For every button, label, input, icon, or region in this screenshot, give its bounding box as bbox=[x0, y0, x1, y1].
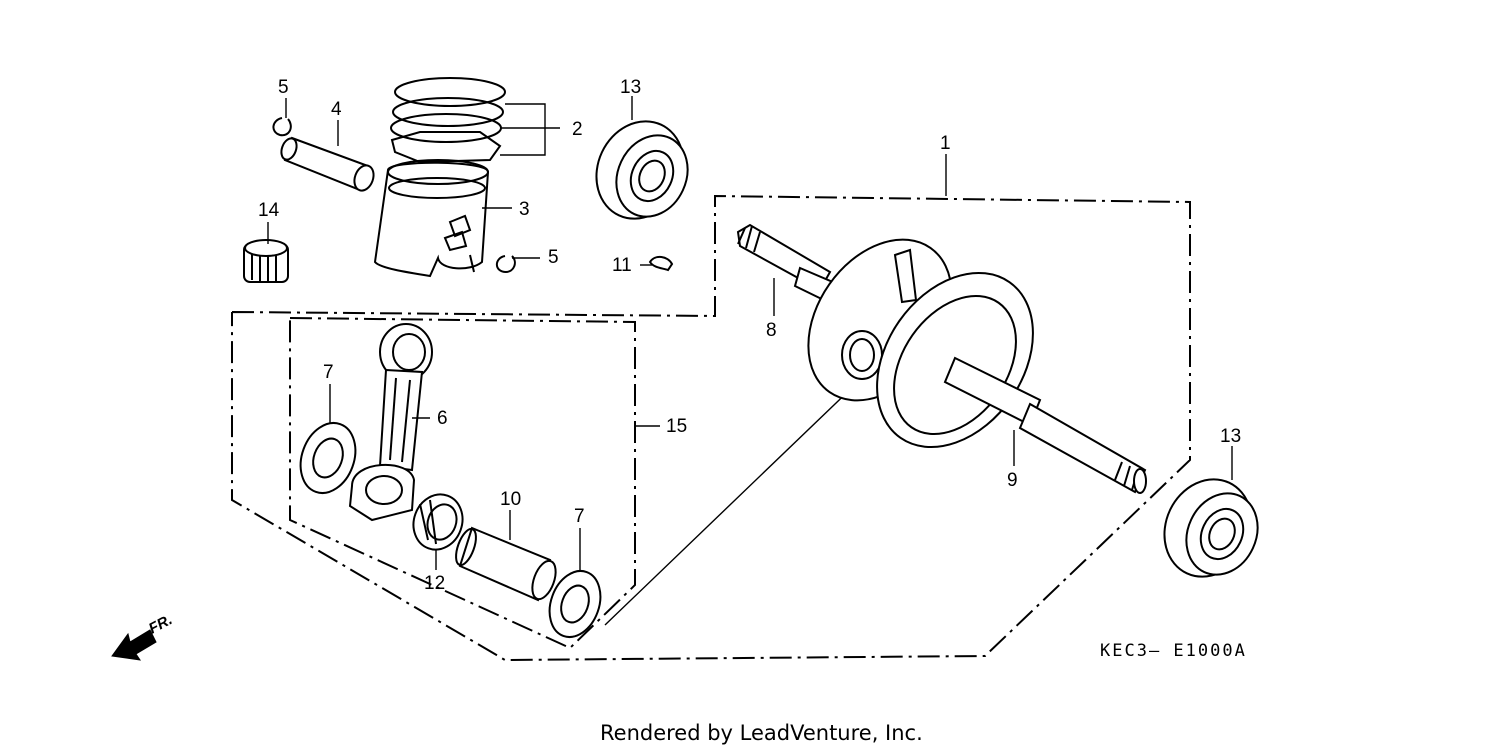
piston-rings bbox=[390, 77, 506, 164]
callout-15: 15 bbox=[666, 416, 687, 437]
callout-14: 14 bbox=[258, 200, 280, 221]
callout-3: 3 bbox=[519, 199, 530, 220]
front-direction-indicator: FR. bbox=[111, 611, 175, 661]
piston bbox=[373, 159, 490, 278]
callout-4: 4 bbox=[331, 99, 342, 120]
connecting-rod-assembly-outline bbox=[289, 317, 636, 650]
ball-bearing-lower bbox=[1163, 478, 1259, 578]
front-arrow-icon bbox=[111, 629, 157, 661]
thrust-washer-right bbox=[548, 570, 602, 638]
small-end-needle-bearing bbox=[243, 239, 289, 283]
big-end-needle-bearing bbox=[412, 493, 464, 551]
crank-pin bbox=[455, 526, 557, 602]
piston-pin-clip-upper bbox=[272, 117, 292, 137]
callout-8: 8 bbox=[766, 320, 777, 341]
diagram-code: KEC3— E1000A bbox=[1100, 641, 1247, 661]
callout-13-lower: 13 bbox=[1220, 426, 1241, 447]
crankshaft-assembly-outline bbox=[231, 194, 1191, 662]
piston-pin-clip-lower bbox=[495, 255, 516, 274]
callout-12: 12 bbox=[424, 573, 445, 594]
callout-11: 11 bbox=[612, 255, 632, 276]
assembly-leader-line bbox=[604, 379, 861, 626]
callout-5-lower: 5 bbox=[548, 247, 559, 268]
thrust-washer-left bbox=[299, 422, 357, 494]
piston-pin bbox=[280, 136, 375, 192]
callout-2: 2 bbox=[572, 119, 583, 140]
woodruff-key bbox=[648, 256, 674, 272]
callout-6: 6 bbox=[437, 408, 448, 429]
connecting-rod bbox=[348, 323, 433, 522]
callout-13-upper: 13 bbox=[620, 77, 641, 98]
crankshaft bbox=[736, 223, 1147, 494]
render-credit: Rendered by LeadVenture, Inc. bbox=[600, 721, 923, 745]
callout-9: 9 bbox=[1007, 470, 1018, 491]
callout-1: 1 bbox=[940, 133, 951, 154]
callout-7-right: 7 bbox=[574, 506, 585, 527]
leader-lines bbox=[267, 96, 1233, 570]
callout-10: 10 bbox=[500, 489, 521, 510]
callout-5-upper: 5 bbox=[278, 77, 289, 98]
ball-bearing-upper bbox=[595, 120, 689, 220]
callout-7-left: 7 bbox=[323, 362, 334, 383]
